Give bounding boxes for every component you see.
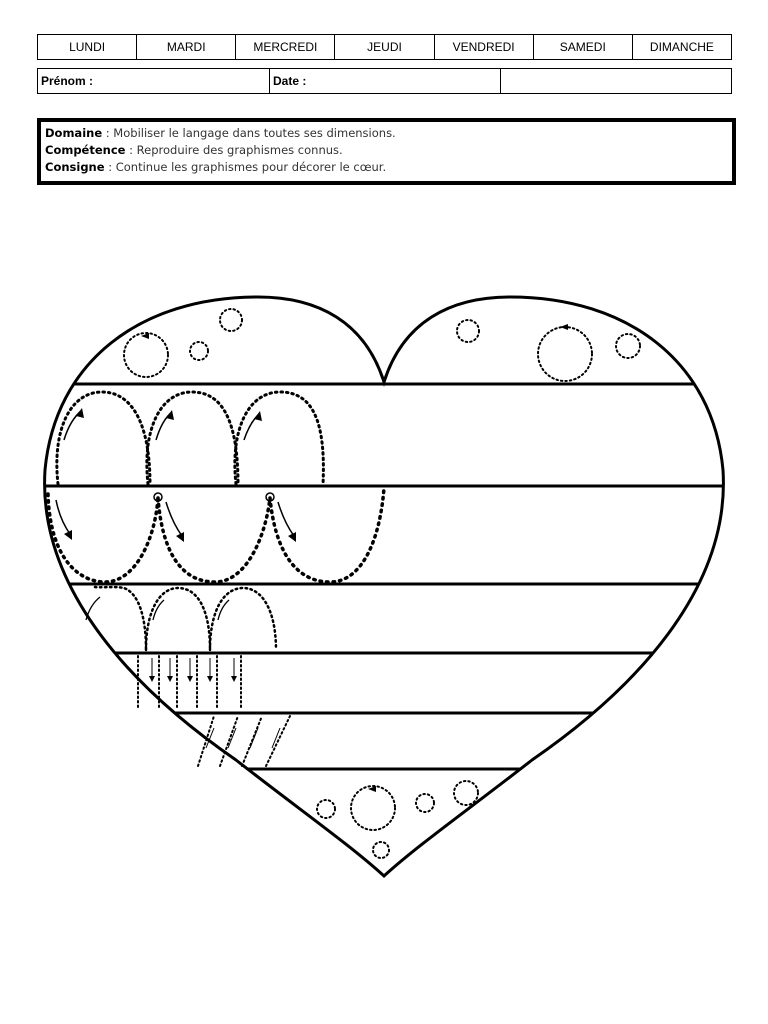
band-lines <box>44 382 724 771</box>
slant-arrows <box>205 727 281 749</box>
dotted-circle <box>453 780 479 806</box>
arrowhead-icon <box>187 676 193 682</box>
dotted-slant <box>219 715 239 767</box>
scallop-pattern <box>46 486 386 584</box>
arrow-icon <box>152 599 165 621</box>
day-cell-dimanche[interactable]: DIMANCHE <box>649 40 714 54</box>
arrow-icon <box>560 324 568 330</box>
dotted-circle <box>189 341 209 361</box>
heart-outline <box>43 295 725 879</box>
dotted-circle <box>350 785 396 831</box>
vertical-arrowheads <box>149 676 237 682</box>
dotted-circle <box>615 333 641 359</box>
dotted-circle <box>372 841 390 859</box>
domaine-line: Domaine : Mobiliser le langage dans tout… <box>45 125 728 142</box>
scallop-arrowheads <box>64 530 296 542</box>
scallop-arrows <box>55 499 295 537</box>
day-cell-vendredi[interactable]: VENDREDI <box>435 35 534 59</box>
dotted-loop <box>233 390 325 486</box>
dotted-arch <box>93 585 148 652</box>
day-cell-mardi[interactable]: MARDI <box>137 35 237 59</box>
vertical-arrows <box>151 658 235 678</box>
dotted-circle <box>415 793 435 813</box>
domaine-text: : Mobiliser le langage dans toutes ses d… <box>102 126 396 140</box>
arrow-icon <box>227 727 237 749</box>
day-cell-samedi[interactable]: SAMEDI <box>534 35 633 59</box>
loop-pattern <box>55 390 325 486</box>
dotted-circle <box>219 308 243 332</box>
dotted-slant <box>265 715 291 767</box>
identity-row: Prénom : Date : <box>37 68 732 94</box>
arrow-icon <box>277 501 295 537</box>
day-cell-lundi[interactable]: LUNDI <box>38 35 138 59</box>
dotted-circle <box>123 332 169 378</box>
consigne-text: : Continue les graphismes pour décorer l… <box>104 160 387 174</box>
vertical-line-pattern <box>137 655 242 711</box>
consigne-label: Consigne <box>45 160 105 174</box>
arrow-icon <box>271 727 281 749</box>
arrow-icon <box>141 333 149 339</box>
arrowhead-icon <box>64 530 72 540</box>
circle-pattern-top <box>123 308 641 382</box>
circle-arrows-bottom <box>368 786 376 792</box>
dotted-scallop <box>268 486 386 584</box>
start-dot-icon <box>265 492 275 502</box>
competence-line: Compétence : Reproduire des graphismes c… <box>45 142 728 159</box>
dotted-loop <box>55 390 152 486</box>
dotted-slant <box>197 715 215 767</box>
arrowhead-icon <box>288 532 296 542</box>
weekday-row: LUNDI MARDI MERCREDI JEUDI VENDREDI SAME… <box>37 34 732 60</box>
arrow-icon <box>217 599 230 621</box>
arrow-icon <box>165 501 183 537</box>
dotted-circle <box>316 799 336 819</box>
arrowhead-icon <box>166 410 174 420</box>
dotted-circle <box>456 319 480 343</box>
arrow-icon <box>85 596 101 621</box>
arch-pattern <box>93 585 278 652</box>
arrow-icon <box>368 786 376 792</box>
arrow-icon <box>249 727 259 749</box>
dotted-loop <box>145 390 240 486</box>
instructions-box: Domaine : Mobiliser le langage dans tout… <box>37 118 736 185</box>
dotted-arch <box>208 586 278 652</box>
competence-label: Compétence <box>45 143 126 157</box>
domaine-label: Domaine <box>45 126 103 140</box>
arrowhead-icon <box>76 408 84 418</box>
prenom-field[interactable]: Prénom : <box>38 69 270 93</box>
start-dot-icon <box>153 492 163 502</box>
loop-arrowheads <box>76 408 262 421</box>
start-markers <box>153 492 275 502</box>
arrowhead-icon <box>207 676 213 682</box>
arrowhead-icon <box>149 676 155 682</box>
arrowhead-icon <box>254 411 262 421</box>
dotted-scallop <box>156 496 272 584</box>
arch-arrows <box>85 596 230 621</box>
consigne-line: Consigne : Continue les graphismes pour … <box>45 159 728 176</box>
circle-arrows-top <box>141 324 568 339</box>
dotted-arch <box>144 586 212 652</box>
arrow-icon <box>55 499 71 535</box>
competence-text: : Reproduire des graphismes connus. <box>125 143 343 157</box>
date-field[interactable]: Date : <box>270 69 501 93</box>
arrowhead-icon <box>167 676 173 682</box>
arrow-icon <box>205 727 215 749</box>
arrowhead-icon <box>176 532 184 542</box>
circle-pattern-bottom <box>316 780 479 859</box>
dotted-circle <box>537 326 593 382</box>
day-cell-mercredi[interactable]: MERCREDI <box>236 35 336 59</box>
dotted-slant <box>241 715 263 767</box>
dotted-scallop <box>46 492 160 584</box>
day-cell-jeudi[interactable]: JEUDI <box>335 35 435 59</box>
arrowhead-icon <box>231 676 237 682</box>
slant-line-pattern <box>197 715 291 767</box>
